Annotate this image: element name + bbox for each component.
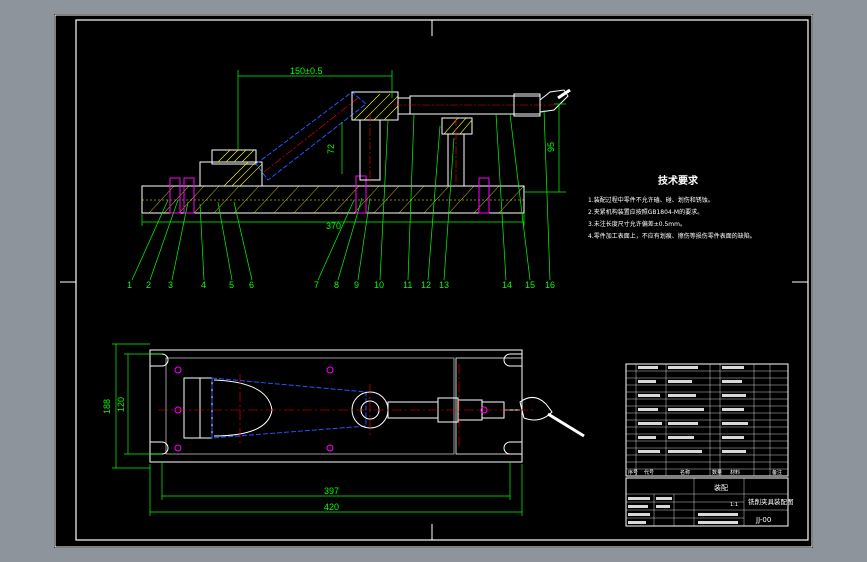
bom-header-seq: 序号	[628, 469, 638, 476]
drawing-canvas: 150±0.5 72 95 370 1 2 3 4	[54, 14, 813, 548]
dim-plan-397: 397	[324, 486, 339, 496]
dim-height-72: 72	[326, 144, 336, 154]
balloon-5: 5	[229, 280, 234, 290]
balloon-3: 3	[168, 280, 173, 290]
scale-label: 1:1	[730, 502, 738, 508]
inner-frame	[75, 19, 809, 541]
balloon-8: 8	[334, 280, 339, 290]
dim-plan-188: 188	[102, 399, 112, 414]
plan-base-plate	[149, 349, 523, 463]
base-plate	[141, 185, 525, 214]
outer-border	[54, 14, 813, 548]
balloon-10: 10	[374, 280, 384, 290]
dim-bottom-370: 370	[326, 221, 341, 231]
tech-req-item-1: 1.装配过程中零件不允许磕、碰、划伤和锈蚀。	[588, 196, 714, 204]
plan-clamp-lever	[211, 377, 367, 439]
plan-handle	[519, 397, 553, 421]
drawing-title: 铣削夹具装配图	[748, 497, 794, 506]
bom-header-qty: 数量	[712, 469, 722, 476]
balloon-15: 15	[525, 280, 535, 290]
balloon-9: 9	[354, 280, 359, 290]
front-view: 150±0.5 72 95 370 1 2 3 4	[127, 66, 571, 290]
balloon-12: 12	[421, 280, 431, 290]
tech-req-item-3: 3.未注长度尺寸允许偏差±0.5mm。	[588, 220, 686, 228]
balloon-6: 6	[249, 280, 254, 290]
handle	[539, 89, 569, 113]
tech-req-item-4: 4.零件加工表面上，不应有划痕、擦伤等损伤零件表面的缺陷。	[588, 232, 756, 240]
bom-header-name: 名称	[680, 469, 690, 476]
drawing-number: JJ-00	[755, 516, 771, 524]
balloon-7: 7	[314, 280, 319, 290]
clamp-lever	[255, 91, 367, 181]
bom-header-code: 代号	[644, 469, 654, 476]
assembly-label: 装配	[714, 483, 728, 492]
dim-plan-120: 120	[116, 397, 126, 412]
dim-right-95: 95	[546, 142, 556, 152]
balloon-2: 2	[146, 280, 151, 290]
balloon-14: 14	[502, 280, 512, 290]
tech-req-title: 技术要求	[658, 174, 699, 187]
dim-plan-420: 420	[324, 502, 339, 512]
technical-requirements: 技术要求 1.装配过程中零件不允许磕、碰、划伤和锈蚀。 2.夹紧机构装置应按照G…	[588, 174, 756, 240]
balloon-16: 16	[545, 280, 555, 290]
balloon-13: 13	[439, 280, 449, 290]
bom-header-material: 材料	[730, 469, 740, 476]
bom-header-remark: 备注	[772, 469, 782, 476]
balloon-1: 1	[127, 280, 132, 290]
drawing-sheet: 150±0.5 72 95 370 1 2 3 4	[54, 14, 813, 548]
plan-view: 188 120 397 420	[102, 343, 585, 516]
balloon-4: 4	[201, 280, 206, 290]
title-block: 序号 代号 名称 数量 材料 备注 装配 铣削夹具装配图 JJ-00 1:1	[625, 363, 794, 527]
balloon-11: 11	[403, 280, 412, 290]
dim-top-150: 150±0.5	[290, 66, 322, 76]
tech-req-item-2: 2.夹紧机构装置应按照GB1804-M的要求。	[588, 208, 703, 216]
fixture-block	[199, 161, 263, 187]
